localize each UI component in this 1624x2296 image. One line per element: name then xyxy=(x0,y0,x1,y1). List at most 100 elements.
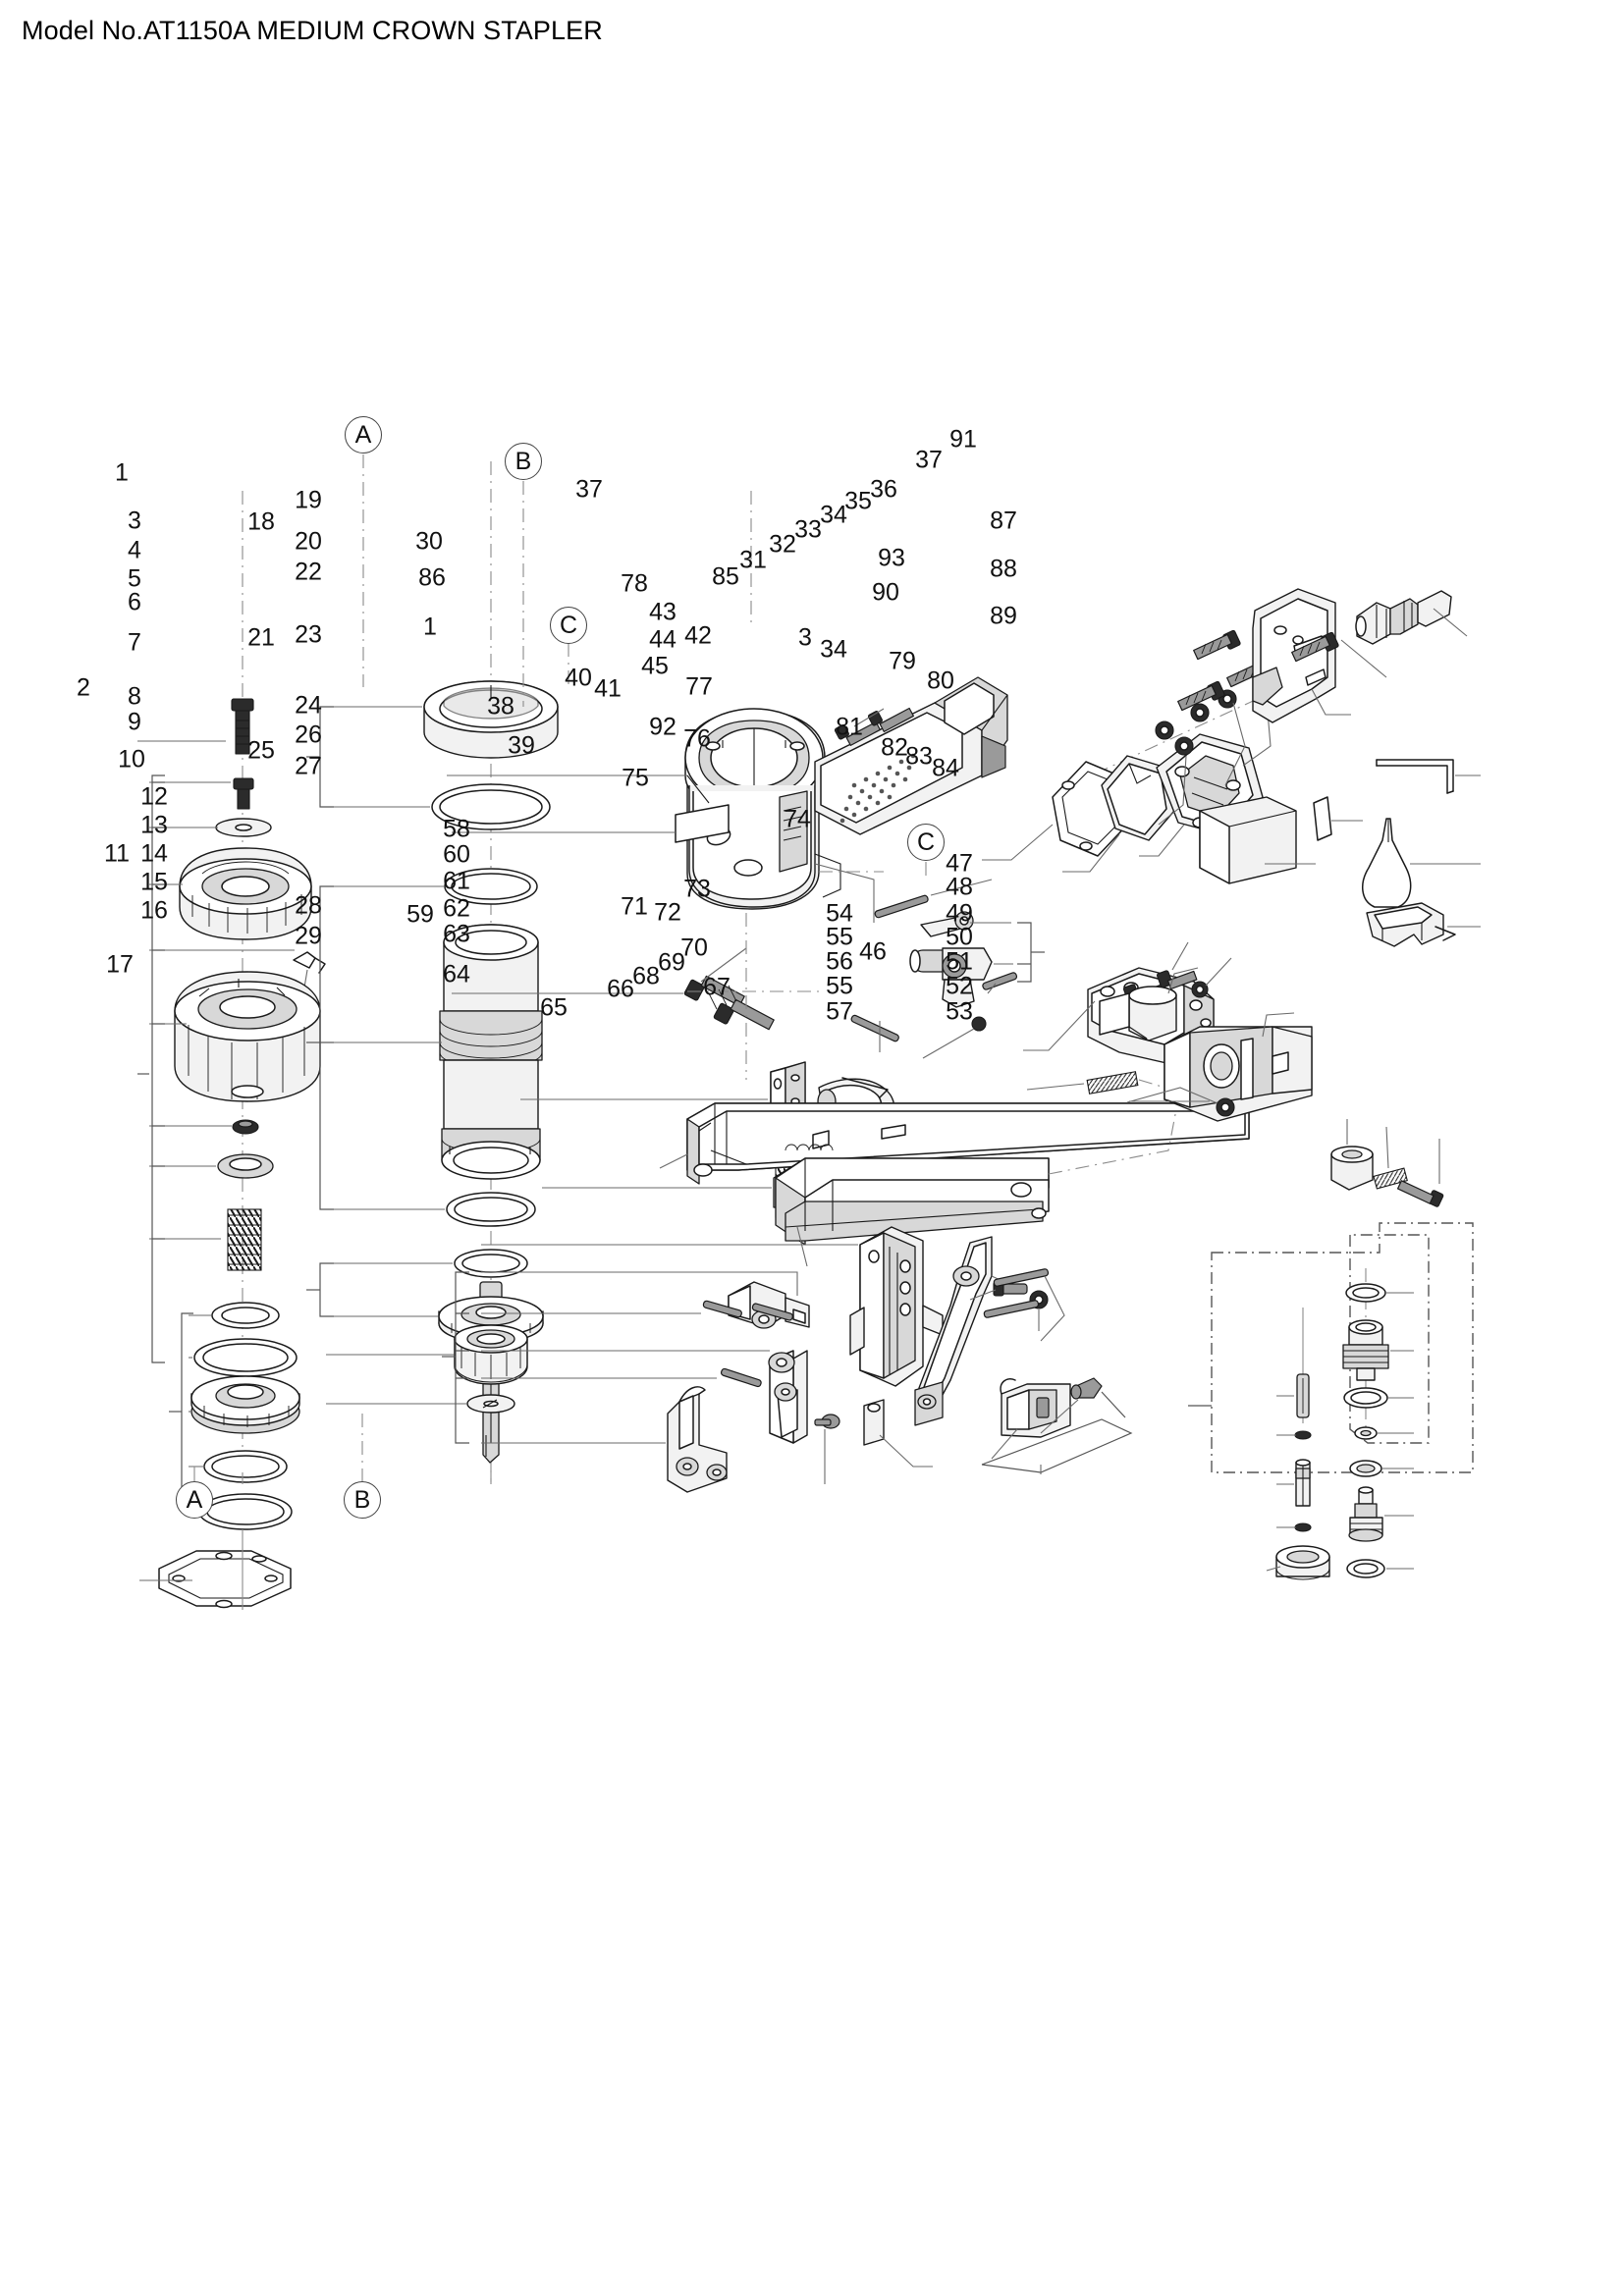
column-cap-assembly xyxy=(137,491,326,1610)
callout-43: 43 xyxy=(649,598,677,626)
callout-13: 13 xyxy=(140,811,168,839)
callout-19: 19 xyxy=(295,486,322,514)
part-1-socket-screws xyxy=(683,975,775,1031)
callout-10: 10 xyxy=(118,745,145,774)
part-49-o-ring xyxy=(1343,1387,1388,1409)
callout-54: 54 xyxy=(826,899,853,928)
callout-1: 1 xyxy=(115,458,129,487)
part-93-plate xyxy=(1313,796,1332,841)
part-82-spacer xyxy=(1330,1146,1374,1191)
part-89-nose-adapter xyxy=(1366,902,1456,947)
callout-49: 49 xyxy=(946,899,973,928)
guide-axes xyxy=(193,454,927,1482)
callout-72: 72 xyxy=(654,898,681,927)
callout-55: 55 xyxy=(826,923,853,951)
part-84-screw xyxy=(1396,1180,1444,1207)
callout-11: 11 xyxy=(104,839,130,868)
callout-60: 60 xyxy=(443,840,470,869)
part-83-sleeve xyxy=(1373,1167,1408,1190)
callout-21: 21 xyxy=(247,623,275,652)
callout-3: 3 xyxy=(798,623,812,652)
part-65-screw xyxy=(814,1414,840,1429)
part-73-pins xyxy=(983,1268,1050,1318)
callout-6: 6 xyxy=(128,588,141,616)
callout-16: 16 xyxy=(140,896,168,925)
callout-23: 23 xyxy=(295,620,322,649)
callout-82: 82 xyxy=(881,733,908,762)
reference-marker-A-top: A xyxy=(345,416,382,454)
callout-73: 73 xyxy=(683,875,711,903)
callout-67: 67 xyxy=(703,973,731,1001)
part-69-screw xyxy=(1070,1377,1103,1400)
callout-71: 71 xyxy=(621,892,648,921)
part-1-hex-bolt xyxy=(231,698,254,755)
callout-47: 47 xyxy=(946,849,973,878)
callout-77: 77 xyxy=(685,672,713,701)
part-68-clip xyxy=(1000,1378,1071,1438)
part-12-o-ring xyxy=(211,1302,280,1329)
callout-39: 39 xyxy=(508,731,535,760)
part-64-contact-shoe xyxy=(667,1386,728,1493)
part-48-plug-body xyxy=(1342,1319,1389,1381)
callout-18: 18 xyxy=(247,507,275,536)
magazine-group xyxy=(659,967,1444,1267)
callout-78: 78 xyxy=(621,569,648,598)
callout-88: 88 xyxy=(990,555,1017,583)
callout-31: 31 xyxy=(739,546,767,574)
part-14-bumper xyxy=(190,1375,300,1434)
reference-marker-C-box: C xyxy=(907,824,945,861)
callout-28: 28 xyxy=(295,891,322,920)
callout-35: 35 xyxy=(844,487,872,515)
part-81-nut xyxy=(1216,1097,1235,1117)
part-24-o-ring xyxy=(446,1192,536,1227)
callout-68: 68 xyxy=(632,962,660,990)
callout-70: 70 xyxy=(680,934,708,962)
callout-83: 83 xyxy=(905,742,933,771)
callout-4: 4 xyxy=(128,536,141,564)
callout-25: 25 xyxy=(247,736,275,765)
callout-22: 22 xyxy=(295,558,322,586)
callout-12: 12 xyxy=(140,782,168,811)
nose-trigger-group xyxy=(442,1226,1133,1493)
callout-38: 38 xyxy=(487,692,514,721)
callout-53: 53 xyxy=(946,997,973,1026)
part-71-safety-lever xyxy=(914,1236,993,1426)
part-8-nut xyxy=(232,1119,259,1135)
part-50-o-ring xyxy=(1354,1426,1378,1440)
part-31-filter xyxy=(1101,755,1175,841)
callout-37: 37 xyxy=(575,475,603,504)
page-title: Model No.AT1150A MEDIUM CROWN STAPLER xyxy=(22,16,603,45)
part-52-valve-stem xyxy=(1348,1486,1383,1542)
callout-44: 44 xyxy=(649,625,677,654)
callout-20: 20 xyxy=(295,527,322,556)
callout-66: 66 xyxy=(607,975,634,1003)
part-91-air-plug xyxy=(1355,590,1452,645)
part-55-washer-lower xyxy=(1294,1522,1312,1532)
part-30-body-housing xyxy=(684,708,841,910)
part-33-washer xyxy=(1174,736,1194,756)
callout-61: 61 xyxy=(443,867,470,895)
callout-42: 42 xyxy=(684,621,712,650)
callout-40: 40 xyxy=(565,664,592,692)
part-55-washer-upper xyxy=(1294,1430,1312,1440)
callout-27: 27 xyxy=(295,752,322,780)
part-3-nut xyxy=(233,777,254,810)
part-23-piston-body xyxy=(439,924,543,1180)
part-80-stopper xyxy=(1164,1026,1313,1122)
callout-76: 76 xyxy=(683,724,711,753)
part-66-plate xyxy=(863,1399,885,1446)
callout-29: 29 xyxy=(295,922,322,950)
callout-9: 9 xyxy=(128,708,141,736)
part-19-cylinder-ring xyxy=(423,680,559,759)
part-61-pin xyxy=(702,1300,793,1321)
callout-14: 14 xyxy=(140,839,168,868)
callout-64: 64 xyxy=(443,960,470,988)
callout-50: 50 xyxy=(946,923,973,951)
callout-7: 7 xyxy=(128,628,141,657)
part-79-clip xyxy=(1099,986,1177,1041)
callout-24: 24 xyxy=(295,691,322,720)
part-41-ball xyxy=(971,1016,987,1032)
callout-2: 2 xyxy=(77,673,90,702)
callout-59: 59 xyxy=(406,900,434,929)
